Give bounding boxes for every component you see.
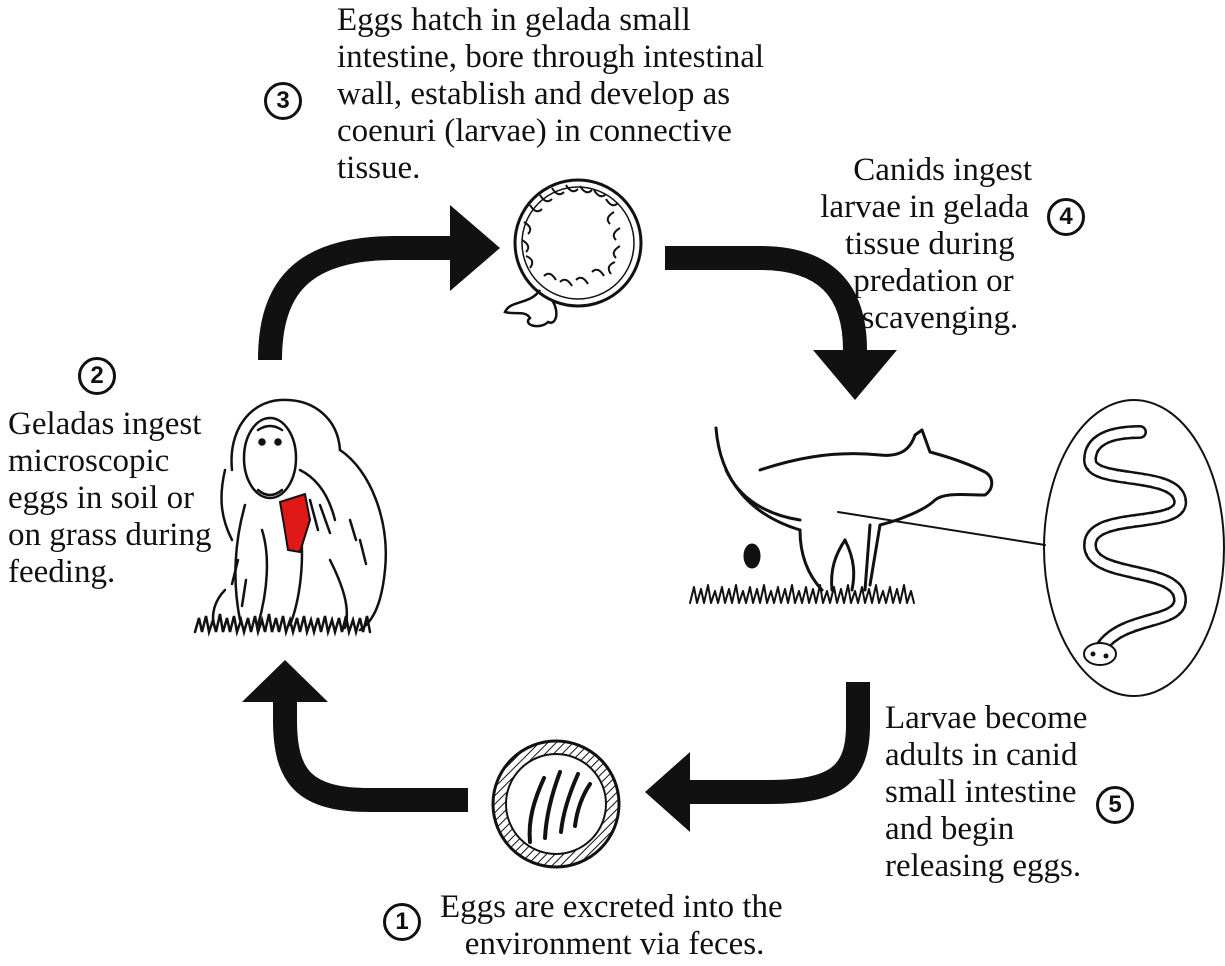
step-2-text: Geladas ingest microscopic eggs in soil … bbox=[8, 406, 211, 591]
step-1-badge: 1 bbox=[383, 903, 421, 941]
arrow-gelada-to-larva bbox=[270, 205, 500, 360]
step-1-text: Eggs are excreted into the environment v… bbox=[440, 889, 783, 963]
step-2-badge: 2 bbox=[78, 357, 116, 395]
arrow-canid-to-egg bbox=[645, 682, 858, 832]
step-5-text: Larvae become adults in canid small inte… bbox=[885, 700, 1087, 885]
tapeworm-icon bbox=[1044, 400, 1224, 696]
canid-icon bbox=[690, 428, 1045, 603]
step-3-text: Eggs hatch in gelada small intestine, bo… bbox=[337, 2, 764, 187]
step-5-badge: 5 bbox=[1096, 786, 1134, 824]
gelada-icon bbox=[195, 400, 386, 632]
coenurus-larva-icon bbox=[505, 180, 641, 326]
egg-icon bbox=[493, 741, 619, 867]
step-4-badge: 4 bbox=[1047, 198, 1085, 236]
step-4-text: Canids ingest larvae in gelada tissue du… bbox=[812, 152, 1032, 337]
arrow-egg-to-gelada bbox=[242, 660, 468, 800]
step-3-badge: 3 bbox=[264, 82, 302, 120]
